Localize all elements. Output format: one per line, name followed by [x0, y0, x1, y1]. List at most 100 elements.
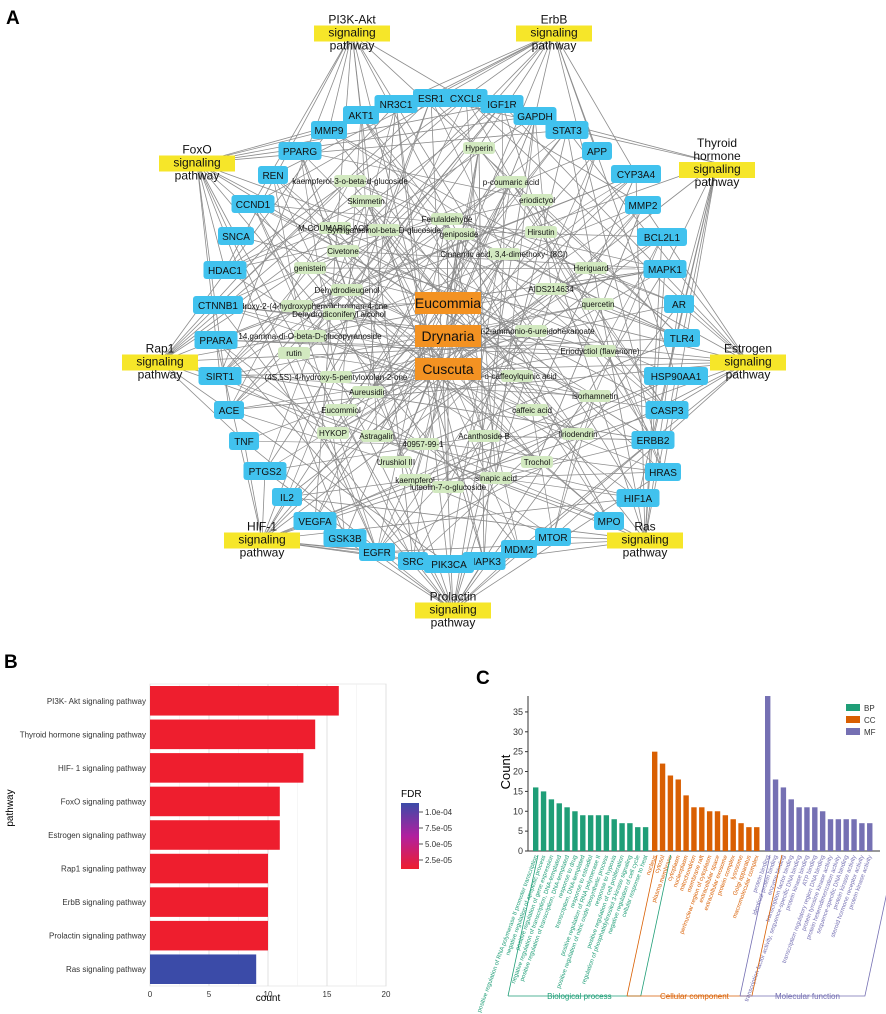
compound-node: Cinnamic acid, 3,4-dimethoxy- (8CI): [440, 248, 568, 260]
chart-c-bar: [595, 815, 602, 851]
chart-c-bar: [859, 823, 865, 851]
target-label: MTOR: [538, 533, 567, 544]
network-edge: [531, 409, 554, 538]
pathway-label: pathway: [695, 175, 740, 189]
compound-node-shape: [579, 390, 611, 402]
target-label: PIK3CA: [431, 560, 467, 571]
herb-label: Drynaria: [422, 328, 475, 344]
target-node: REN: [258, 166, 288, 184]
compound-node-shape: [331, 284, 363, 296]
target-label: MAPK1: [648, 265, 682, 276]
target-node: ESR1: [413, 89, 449, 107]
target-label: APP: [587, 147, 607, 158]
compound-node-shape: [399, 474, 431, 486]
network-edge: [196, 162, 346, 539]
chart-c-bar: [611, 819, 617, 851]
network-edge: [252, 203, 298, 307]
network-edge: [536, 204, 644, 463]
network-edge: [395, 115, 536, 463]
chart-c-legend-swatch: [846, 716, 860, 723]
target-node: AKT1: [343, 106, 379, 124]
compound-node-shape: [334, 175, 366, 187]
network-edges: [159, 32, 749, 611]
herb-node: Drynaria: [415, 325, 481, 347]
compound-node: Eriodyctiol (flavanone): [560, 345, 640, 357]
chart-b-bar: [150, 954, 257, 984]
target-node: PPARA: [194, 331, 238, 349]
network-edge: [346, 289, 639, 499]
compound-node-shape: [407, 438, 439, 450]
compound-node: caffeic acid: [512, 404, 552, 416]
network-edge: [446, 218, 520, 550]
network-edge: [314, 395, 596, 522]
network-edge: [261, 236, 663, 541]
chart-c-bar: [738, 823, 744, 851]
target-label: GAPDH: [517, 112, 553, 123]
network-edge: [196, 103, 503, 164]
compound-label: Dehydrodieugenol: [315, 286, 380, 295]
compound-node-shape: [319, 222, 351, 234]
network-edge: [272, 174, 298, 307]
target-node: GAPDH: [513, 107, 557, 125]
chart-c-y-tick-label: 35: [513, 707, 523, 717]
target-node-shape: [625, 196, 661, 214]
target-label: REN: [262, 171, 283, 182]
chart-c-bar: [706, 811, 713, 851]
pathway-label: ErbB: [541, 13, 568, 27]
network-edge: [219, 303, 599, 377]
target-node: TLR4: [664, 329, 700, 347]
network-edge: [332, 236, 663, 434]
compound-label: Civetone: [327, 247, 359, 256]
compound-node: Astragalin: [359, 430, 395, 442]
network-edge: [516, 375, 610, 522]
network-edge: [447, 147, 480, 304]
compound-node-shape: [443, 228, 475, 240]
network-edge: [553, 32, 637, 175]
network-edge: [335, 97, 467, 378]
target-node: CXCL8: [444, 89, 488, 107]
chart-c-y-tick-label: 0: [518, 846, 523, 856]
chart-c-y-tick-label: 25: [513, 747, 523, 757]
network-edge: [219, 375, 334, 434]
network-edge: [228, 409, 397, 463]
chart-c-bar: [827, 819, 834, 851]
compound-node-shape: [281, 300, 313, 312]
chart-c-bar: [851, 819, 857, 851]
target-node: NR3C1: [374, 95, 418, 113]
target-node-shape: [343, 106, 379, 124]
pathway-label: signaling: [621, 533, 668, 547]
chart-c-bar: [730, 819, 736, 851]
target-node-shape: [231, 195, 275, 213]
chart-c-group-bracket: [739, 854, 886, 997]
pathway-label: signaling: [530, 26, 577, 40]
compound-node-shape: [380, 456, 412, 468]
network-edge: [550, 288, 654, 441]
network-edge: [286, 162, 718, 498]
compound-node: AIDS214634: [528, 283, 574, 295]
network-edge: [376, 218, 448, 553]
network-edge: [340, 129, 568, 411]
compound-label: 5-o-caffeoylquinic acid: [477, 372, 556, 381]
compound-node-shape: [317, 427, 349, 439]
chart-c-y-tick-label: 10: [513, 806, 523, 816]
network-edge: [340, 114, 362, 411]
network-edge: [367, 129, 568, 393]
target-node: HSP90AA1: [644, 367, 708, 385]
target-node-shape: [359, 543, 395, 561]
network-edge: [196, 115, 536, 164]
compound-node-shape: [352, 386, 384, 398]
target-label: SIRT1: [206, 372, 235, 383]
target-node-shape: [594, 512, 624, 530]
target-node-shape: [323, 529, 367, 547]
network-edge: [349, 180, 680, 305]
compound-node: sinapic acid: [475, 472, 517, 484]
network-edge: [334, 227, 677, 377]
target-node-shape: [637, 228, 687, 246]
network-edge: [447, 302, 533, 411]
network-edge: [299, 150, 348, 291]
network-edge: [261, 470, 266, 541]
target-node-shape: [535, 528, 571, 546]
